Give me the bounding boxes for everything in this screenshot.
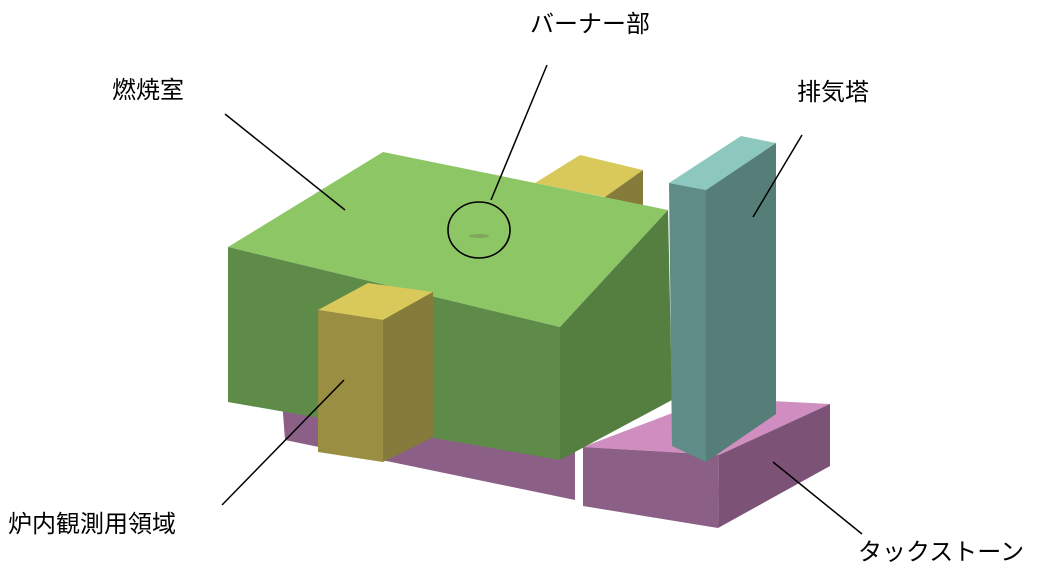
stack-top-face [669, 136, 776, 190]
rear-block-side [605, 170, 643, 206]
leader-line-chamber [224, 113, 346, 211]
observation-area-block [318, 283, 433, 462]
leader-line-stack [752, 134, 803, 218]
stack-front-face [669, 183, 706, 462]
observation-front-face [318, 310, 383, 462]
leader-line-burner [490, 64, 548, 201]
rear-observation-block [535, 155, 643, 206]
leader-line-observation [221, 379, 345, 506]
exhaust-stack-label: 排気塔 [797, 78, 869, 106]
rear-block-top [535, 155, 643, 197]
burner-mark [469, 234, 489, 238]
observation-side-face [383, 292, 433, 462]
combustion-chamber-label: 燃焼室 [112, 76, 184, 104]
observation-area-label: 炉内観測用領域 [8, 510, 176, 538]
leader-line-tack-stone [772, 461, 863, 535]
burner-circle [447, 201, 511, 259]
tack-stone-right-side [718, 404, 830, 528]
exhaust-stack-block [669, 136, 776, 462]
stack-side-face [706, 143, 776, 462]
observation-top-face [318, 283, 433, 320]
burner-label: バーナー部 [530, 10, 650, 38]
tack-stone-right-front [583, 447, 719, 528]
chamber-side-face [560, 210, 672, 460]
tack-stone-label: タックストーン [858, 538, 1025, 566]
chamber-top-face [228, 152, 668, 327]
